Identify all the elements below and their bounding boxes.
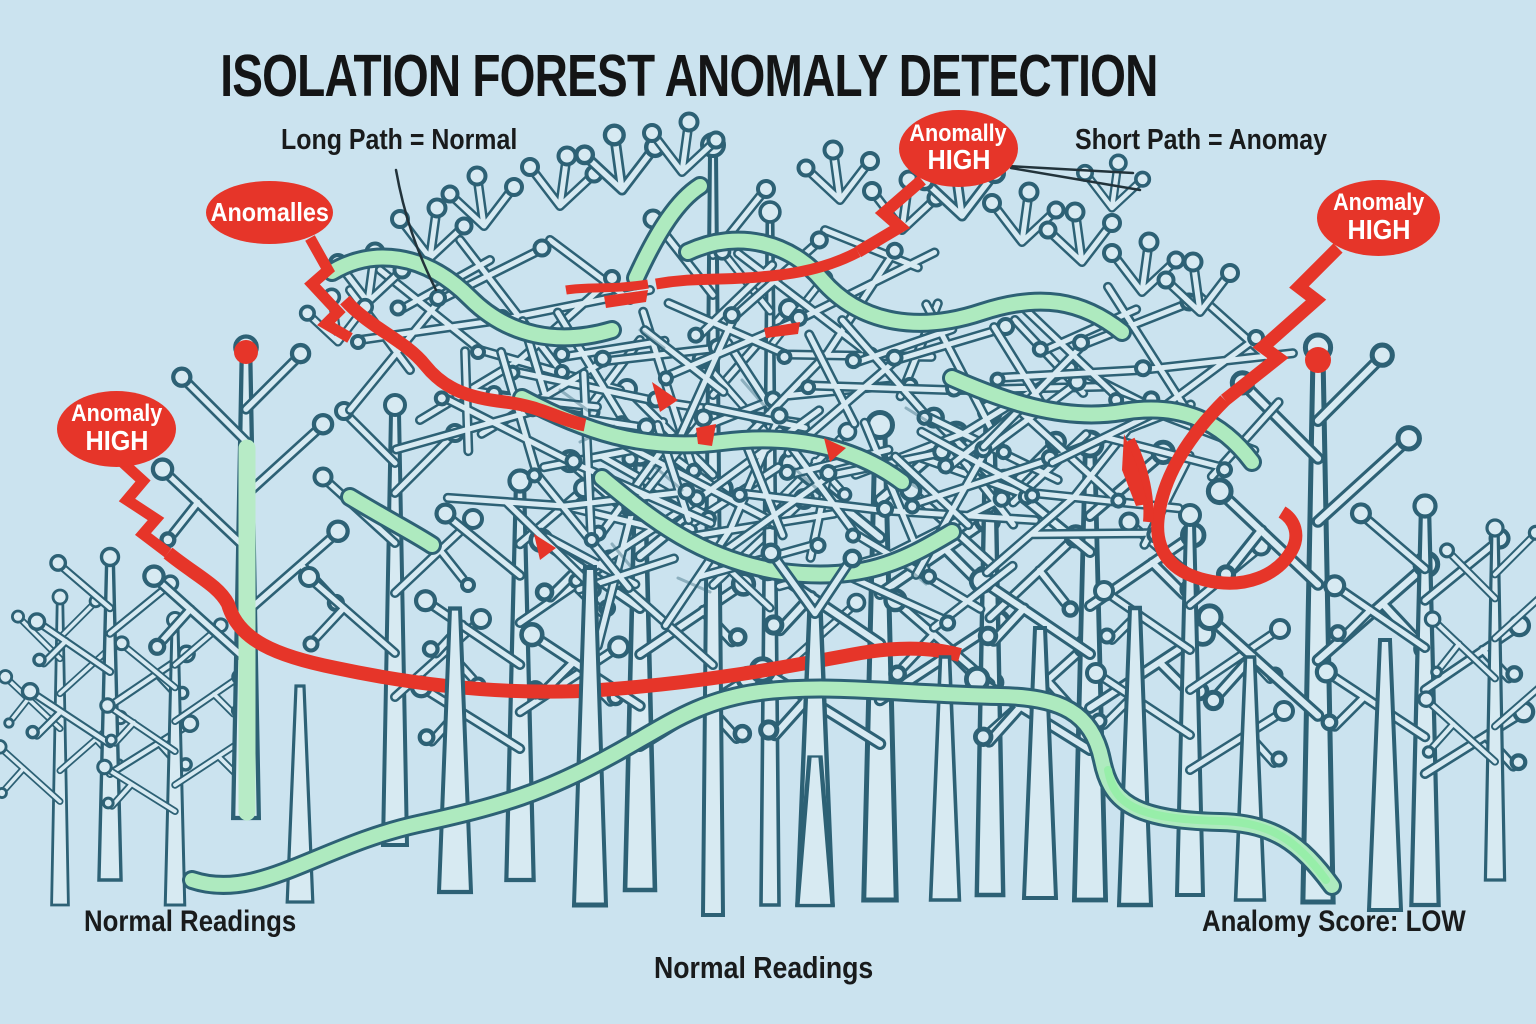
- bubble-anomally-high: Anomally HIGH: [899, 110, 1018, 187]
- anomaly-bolt-anomalles: [304, 235, 353, 343]
- anomaly-ribbon-right: [1151, 395, 1303, 590]
- red-dot-right: [1305, 347, 1331, 373]
- bubble-anomaly-high-right: Anomaly HIGH: [1317, 180, 1440, 256]
- label-anomaly-score: Analomy Score: LOW: [1202, 905, 1466, 938]
- label-long-path: Long Path = Normal: [281, 124, 518, 156]
- red-dot-left: [234, 340, 258, 364]
- anomaly-bolt-mid: [854, 175, 926, 258]
- label-short-path: Short Path = Anomay: [1075, 124, 1327, 156]
- bubble-anomalles-text: Anomalles: [210, 197, 329, 228]
- normal-path-bottom: [182, 678, 1342, 896]
- bubble-anomaly-high-left: Anomaly HIGH: [57, 391, 176, 467]
- anomaly-paths: [116, 175, 1343, 699]
- anomaly-ribbon-left-canopy: [340, 295, 587, 432]
- pointer-long-path: [394, 168, 438, 292]
- bubble-anomalles: Anomalles: [206, 181, 333, 244]
- anomaly-ribbon-bottom-sweep: [163, 547, 962, 699]
- anomaly-bolt-right: [1220, 243, 1343, 406]
- label-normal-readings-left: Normal Readings: [84, 905, 297, 938]
- label-normal-readings-center: Normal Readings: [654, 950, 874, 985]
- normal-path-canopy: [322, 176, 1262, 585]
- anomaly-bolt-left: [116, 455, 172, 558]
- page-title: ISOLATION FOREST ANOMALY DETECTION: [220, 43, 1158, 109]
- pointer-short-path: [1005, 164, 1142, 192]
- anomaly-fragments: [534, 290, 1148, 560]
- pointer-lines: [394, 164, 1142, 292]
